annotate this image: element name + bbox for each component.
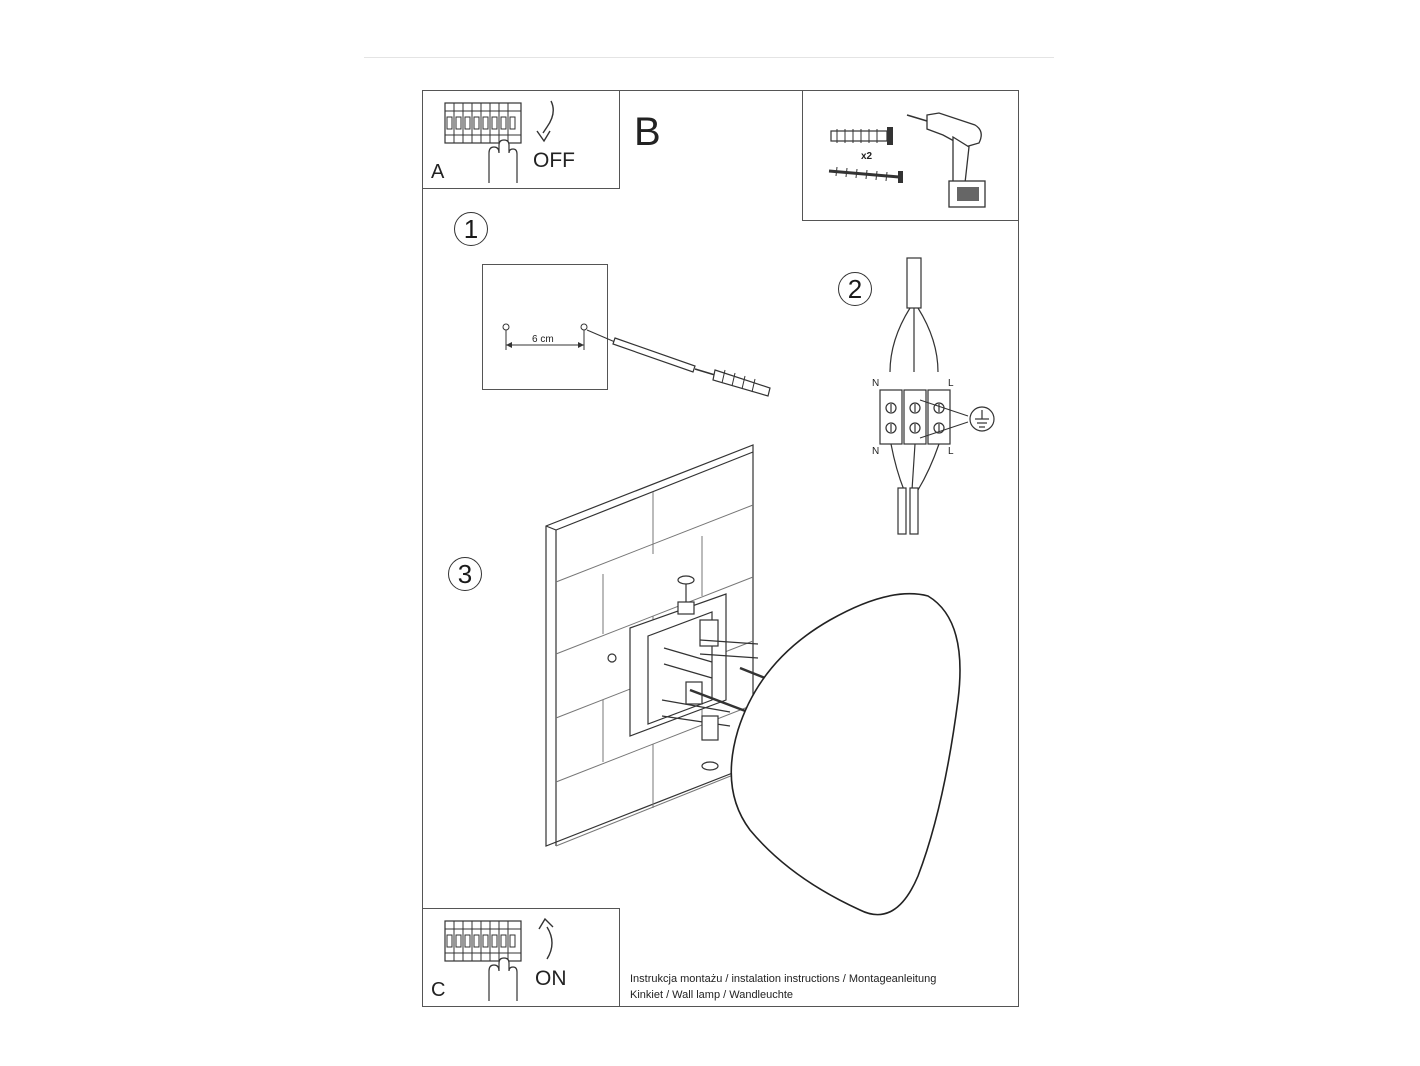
footer-caption: Instrukcja montażu / instalation instruc… <box>630 971 936 1003</box>
switch-on-label: ON <box>535 967 567 990</box>
distance-label: 6 cm <box>532 334 554 345</box>
quantity-label: x2 <box>861 151 873 162</box>
step-2-badge: 2 <box>838 272 872 306</box>
top-divider <box>364 57 1054 58</box>
screw-icon <box>828 166 903 183</box>
terminal-block <box>879 389 951 445</box>
step-2-number: 2 <box>847 274 863 304</box>
breaker-panel-icon <box>444 920 522 1001</box>
panel-c-power-on: ON C <box>422 908 620 1007</box>
switch-off-label: OFF <box>533 149 575 172</box>
step-1-badge: 1 <box>454 212 488 246</box>
step-1-number: 1 <box>463 214 479 244</box>
letter-b: B <box>634 110 661 154</box>
neutral-bottom-label: N <box>872 446 880 457</box>
step-3-number: 3 <box>457 559 473 589</box>
footer-subtitle: Kinkiet / Wall lamp / Wandleuchte <box>630 989 794 1001</box>
instruction-sheet <box>422 90 1019 1007</box>
drill-icon <box>906 112 986 208</box>
wall-plug-icon <box>830 127 893 145</box>
panel-a-letter: A <box>431 161 445 183</box>
tools-panel: x2 <box>802 90 1019 221</box>
panel-a-power-off: OFF A <box>422 90 620 189</box>
lamp-shade <box>730 593 961 916</box>
live-bottom-label: L <box>948 446 954 457</box>
footer-title: Instrukcja montażu / instalation instruc… <box>630 973 937 985</box>
arrow-down-icon <box>536 100 554 143</box>
live-top-label: L <box>948 378 954 389</box>
panel-c-letter: C <box>431 979 446 1001</box>
arrow-up-icon <box>538 917 554 960</box>
neutral-top-label: N <box>872 378 880 389</box>
mounting-bracket <box>629 575 759 771</box>
breaker-panel-icon <box>444 102 522 183</box>
step-3-badge: 3 <box>448 557 482 591</box>
